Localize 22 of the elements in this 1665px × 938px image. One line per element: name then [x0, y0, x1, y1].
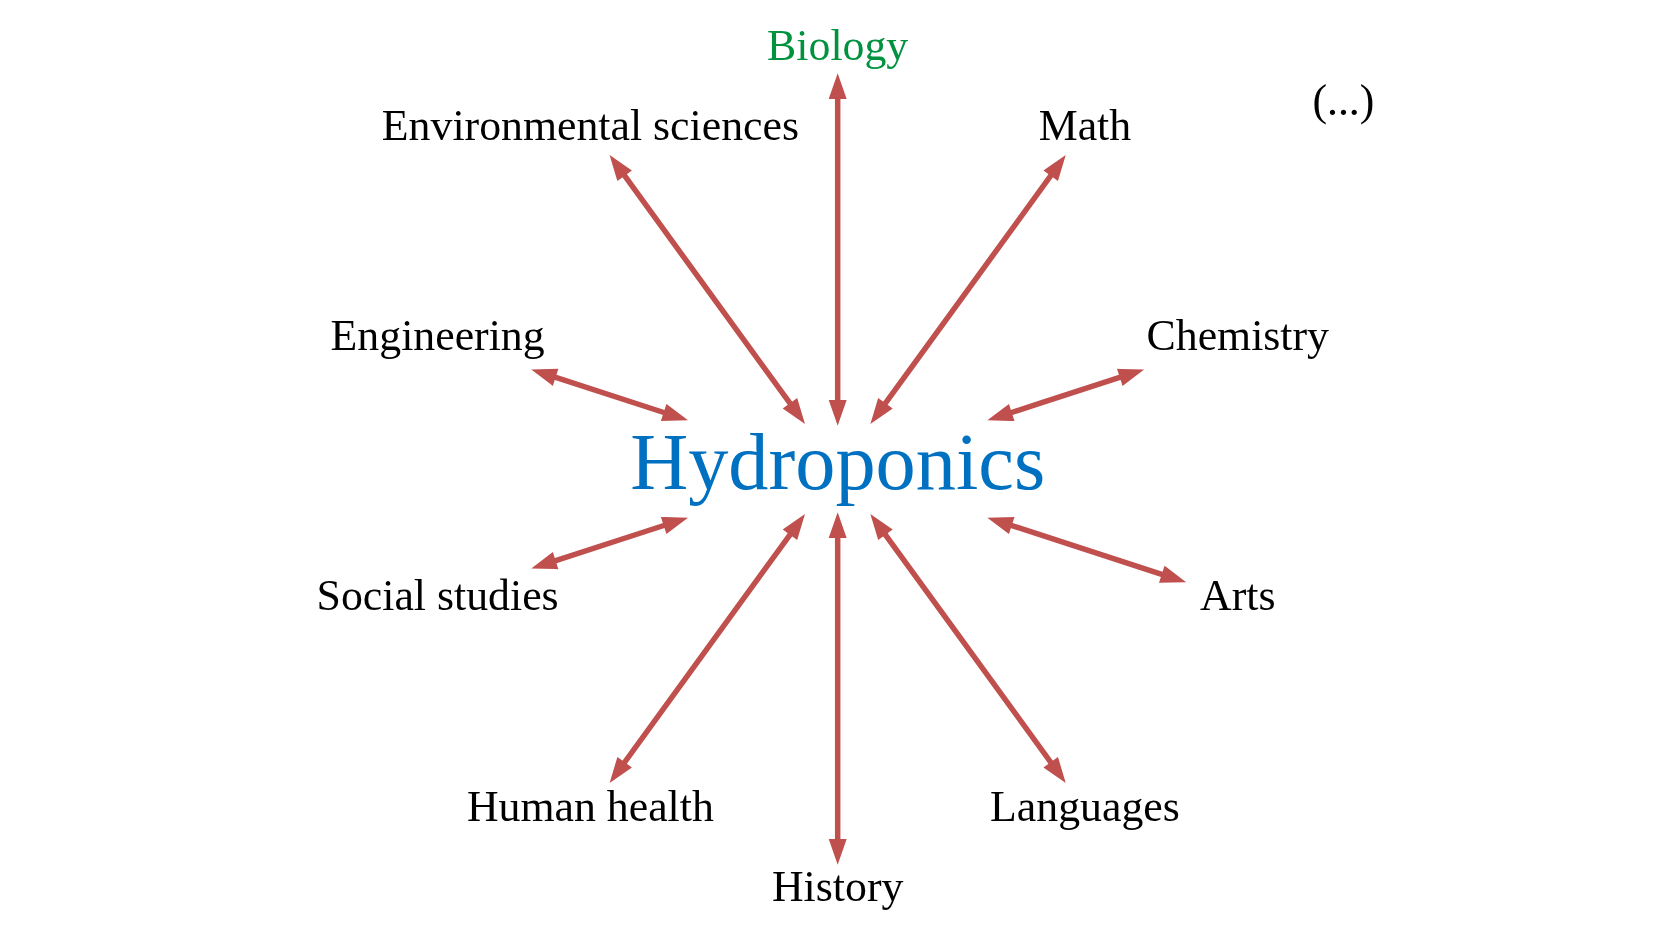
arrow [530, 517, 688, 570]
arrow [986, 368, 1144, 421]
node-text: Social studies [316, 571, 559, 620]
node-text: Engineering [330, 311, 545, 360]
node-text: Chemistry [1146, 311, 1329, 360]
node-text: Human health [466, 781, 714, 830]
node-text: Hydroponics [629, 417, 1045, 507]
node-text: History [771, 861, 903, 910]
node-text: Arts [1199, 571, 1275, 620]
node-text: Biology [766, 20, 908, 69]
arrow [869, 155, 1066, 424]
arrow [986, 517, 1186, 583]
arrow [530, 368, 688, 421]
arrow [828, 73, 847, 426]
node-text: Languages [989, 781, 1180, 830]
arrow [609, 514, 805, 783]
arrow [609, 155, 805, 424]
arrow [869, 514, 1066, 783]
node-text: Environmental sciences [381, 100, 799, 149]
node-text: Math [1038, 100, 1131, 149]
arrow [828, 512, 847, 865]
label: (...) [1311, 76, 1374, 125]
